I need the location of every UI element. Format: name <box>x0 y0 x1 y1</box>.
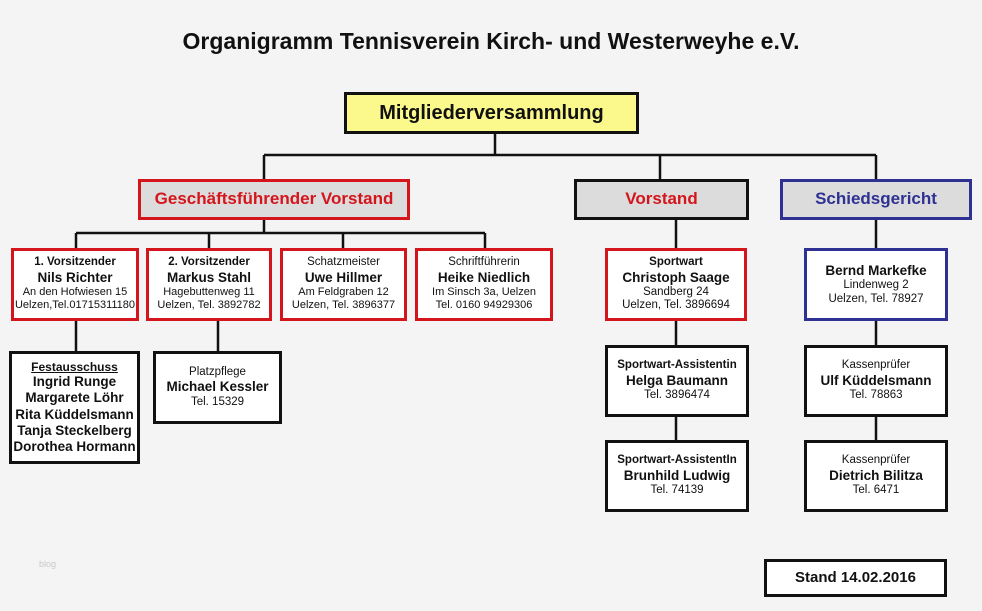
member-address: Lindenweg 2 <box>843 278 909 291</box>
kassenpruefer-1-box: Kassenprüfer Ulf Küddelsmann Tel. 78863 <box>804 345 948 417</box>
stand-box: Stand 14.02.2016 <box>764 559 947 597</box>
member-phone: Tel. 74139 <box>650 484 704 497</box>
member-address: Im Sinsch 3a, Uelzen <box>432 286 536 299</box>
kassenpruefer-2-box: Kassenprüfer Dietrich Bilitza Tel. 6471 <box>804 440 948 512</box>
platzpflege-box: Platzpflege Michael Kessler Tel. 15329 <box>153 351 282 424</box>
member-role: Kassenprüfer <box>841 454 911 467</box>
schiedsgericht-label: Schiedsgericht <box>815 189 937 209</box>
fest-member: Rita Küddelsmann <box>15 406 134 422</box>
vorstand-box: Vorstand <box>574 179 749 220</box>
vorstand-label: Vorstand <box>625 189 698 209</box>
fest-member: Dorothea Hormann <box>13 438 136 454</box>
vorsitzender-2-box: 2. Vorsitzender Markus Stahl Hagebuttenw… <box>146 248 272 321</box>
member-role: Sportwart-AssistentIn <box>617 454 737 467</box>
festausschuss-box: Festausschuss Ingrid Runge Margarete Löh… <box>9 351 140 464</box>
member-phone: Uelzen,Tel.01715311180 <box>14 299 136 312</box>
member-name: Helga Baumann <box>625 372 729 388</box>
member-name: Christoph Saage <box>622 269 730 285</box>
member-role: Kassenprüfer <box>841 359 911 372</box>
member-phone: Uelzen, Tel. 3896694 <box>622 299 730 312</box>
sportwart-box: Sportwart Christoph Saage Sandberg 24 Ue… <box>605 248 747 321</box>
member-address: An den Hofwiesen 15 <box>22 286 128 299</box>
member-phone: Uelzen, Tel. 3892782 <box>157 299 261 312</box>
member-phone: Tel. 6471 <box>852 484 900 497</box>
gf-vorstand-label: Geschäftsführender Vorstand <box>154 189 394 209</box>
gf-vorstand-box: Geschäftsführender Vorstand <box>138 179 410 220</box>
member-address: Hagebuttenweg 11 <box>163 286 255 299</box>
member-phone: Tel. 0160 94929306 <box>435 299 533 312</box>
fest-member: Tanja Steckelberg <box>17 422 132 438</box>
stand-date: Stand 14.02.2016 <box>795 569 916 586</box>
schiedsgericht-box: Schiedsgericht <box>780 179 972 220</box>
member-role: 1. Vorsitzender <box>34 256 116 269</box>
member-name: Brunhild Ludwig <box>623 467 731 483</box>
member-phone: Tel. 15329 <box>190 395 245 408</box>
member-role: 2. Vorsitzender <box>168 256 250 269</box>
schiedsgericht-member-box: Bernd Markefke Lindenweg 2 Uelzen, Tel. … <box>804 248 948 321</box>
member-role: Schriftführerin <box>448 256 520 269</box>
member-phone: Tel. 78863 <box>849 389 903 402</box>
member-name: Bernd Markefke <box>825 262 927 278</box>
sportwart-assistentin-2-box: Sportwart-AssistentIn Brunhild Ludwig Te… <box>605 440 749 512</box>
schatzmeister-box: Schatzmeister Uwe Hillmer Am Feldgraben … <box>280 248 407 321</box>
festausschuss-label: Festausschuss <box>31 359 118 374</box>
mitgliederversammlung-box: Mitgliederversammlung <box>344 92 639 134</box>
member-phone: Uelzen, Tel. 3896377 <box>291 299 396 312</box>
member-role: Sportwart <box>649 255 703 268</box>
member-name: Heike Niedlich <box>437 270 531 286</box>
member-name: Ulf Küddelsmann <box>820 372 932 388</box>
member-name: Michael Kessler <box>166 379 269 395</box>
fest-member: Margarete Löhr <box>25 390 124 406</box>
schriftfuehrerin-box: Schriftführerin Heike Niedlich Im Sinsch… <box>415 248 553 321</box>
chart-title: Organigramm Tennisverein Kirch- und West… <box>182 28 800 54</box>
member-name: Nils Richter <box>37 270 113 286</box>
member-address: Am Feldgraben 12 <box>298 286 389 299</box>
member-phone: Tel. 3896474 <box>644 389 710 402</box>
member-address: Sandberg 24 <box>643 285 709 298</box>
member-name: Dietrich Bilitza <box>829 467 923 483</box>
watermark-text: blog <box>39 559 57 569</box>
member-role: Sportwart-Assistentin <box>617 359 737 372</box>
fest-member: Ingrid Runge <box>32 374 117 390</box>
member-name: Uwe Hillmer <box>304 270 383 286</box>
member-role: Platzpflege <box>189 365 246 378</box>
mitgliederversammlung-label: Mitgliederversammlung <box>379 102 604 124</box>
member-role: Schatzmeister <box>307 256 380 269</box>
member-phone: Uelzen, Tel. 78927 <box>828 292 924 305</box>
vorsitzender-1-box: 1. Vorsitzender Nils Richter An den Hofw… <box>11 248 139 321</box>
member-name: Markus Stahl <box>166 270 252 286</box>
sportwart-assistentin-1-box: Sportwart-Assistentin Helga Baumann Tel.… <box>605 345 749 417</box>
